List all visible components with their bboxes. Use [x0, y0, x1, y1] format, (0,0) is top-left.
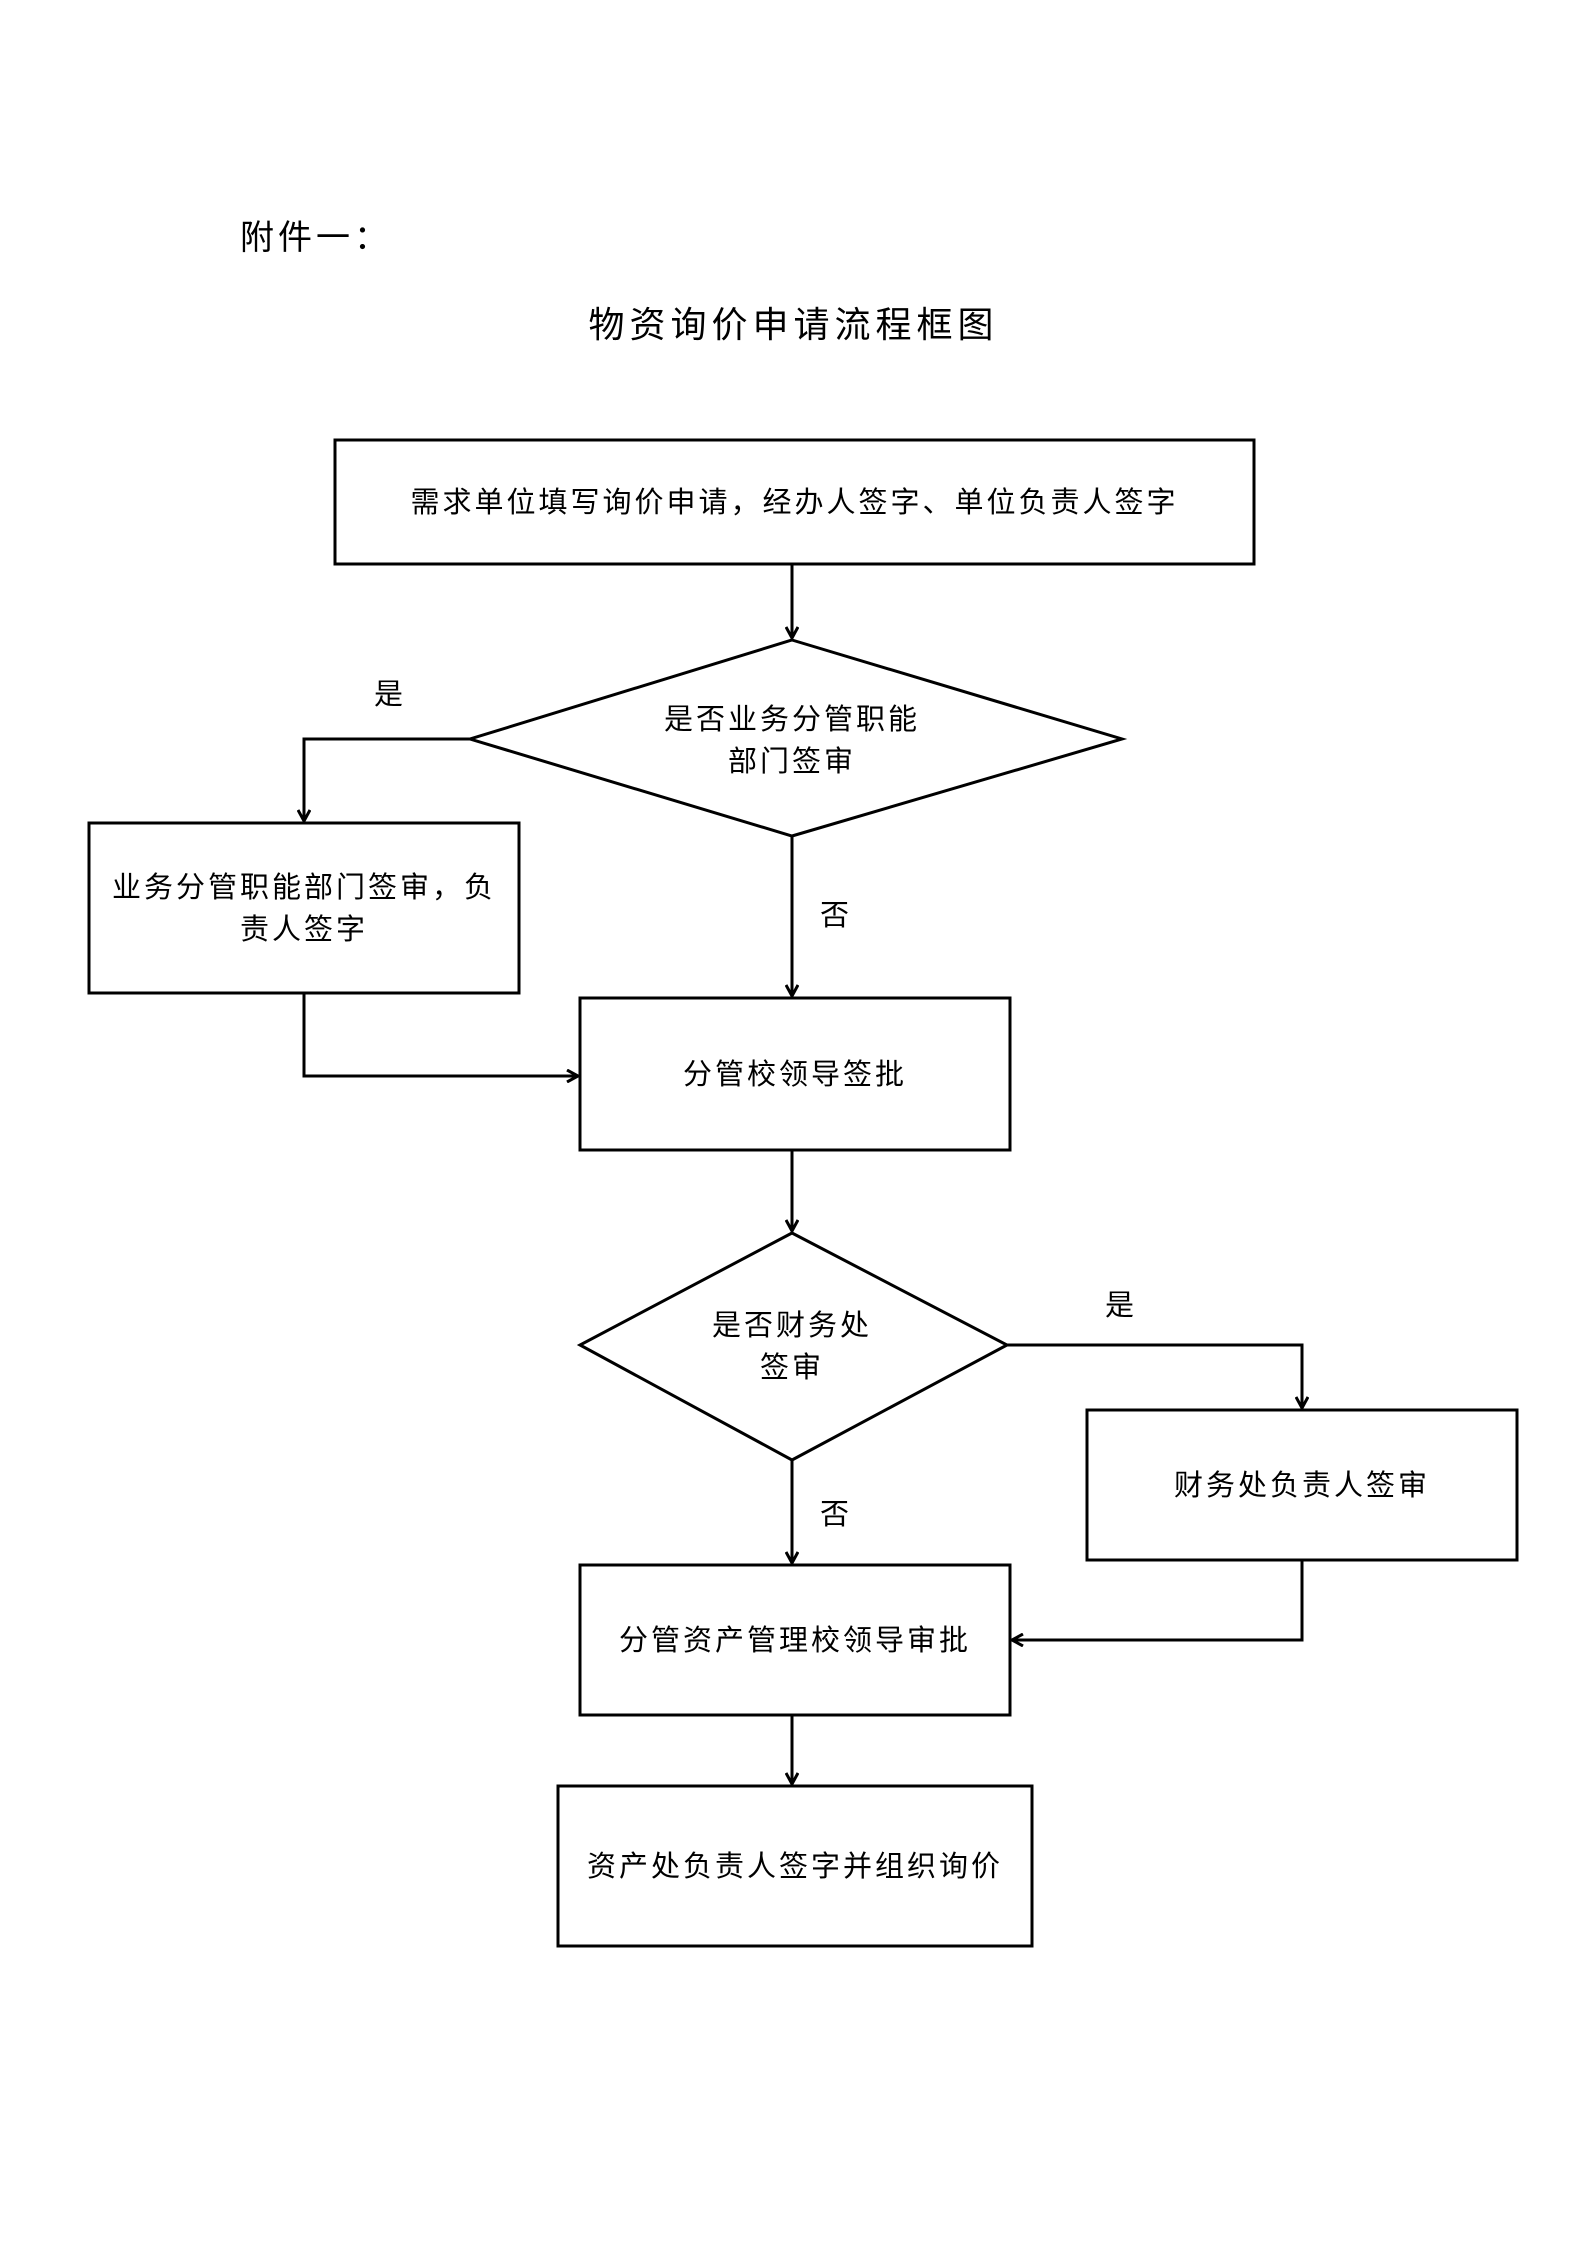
arrow-finance-yes [1007, 1343, 1302, 1408]
leader-sign-text: 分管校领导签批 [682, 1057, 907, 1091]
finance-review-text: 财务处负责人签审 [1173, 1468, 1430, 1502]
asset-office-text: 资产处负责人签字并组织询价 [586, 1849, 1003, 1883]
decision-finance-line2: 签审 [759, 1350, 824, 1384]
leader-sign-box [578, 996, 1012, 1152]
attachment-label: 附件一： [240, 218, 392, 258]
edge-label-finance-yes: 是 [1105, 1288, 1135, 1322]
asset-leader-text: 分管资产管理校领导审批 [618, 1623, 971, 1657]
edge-label-finance-no: 否 [820, 1497, 850, 1531]
arrow-finance-to-asset-leader [1012, 1560, 1304, 1640]
decision-dept-line2: 部门签审 [727, 744, 856, 778]
start-node-text: 需求单位填写询价申请，经办人签字、单位负责人签字 [410, 485, 1179, 519]
asset-office-box [556, 1784, 1034, 1948]
arrow-decision-yes [304, 737, 470, 821]
decision-dept-text: 是否业务分管职能 部门签审 [600, 690, 984, 790]
edge-label-dept-yes: 是 [374, 677, 404, 711]
arrow-dept-to-leader [302, 993, 578, 1076]
decision-dept-line1: 是否业务分管职能 [663, 702, 920, 736]
diagram-title: 物资询价申请流程框图 [588, 305, 999, 346]
dept-review-text: 业务分管职能部门签审，负责人签字 [111, 870, 496, 946]
decision-finance-line1: 是否财务处 [711, 1308, 872, 1342]
start-box [333, 438, 1256, 566]
decision-finance-text: 是否财务处 签审 [660, 1296, 924, 1396]
edge-label-dept-no: 否 [820, 898, 850, 932]
